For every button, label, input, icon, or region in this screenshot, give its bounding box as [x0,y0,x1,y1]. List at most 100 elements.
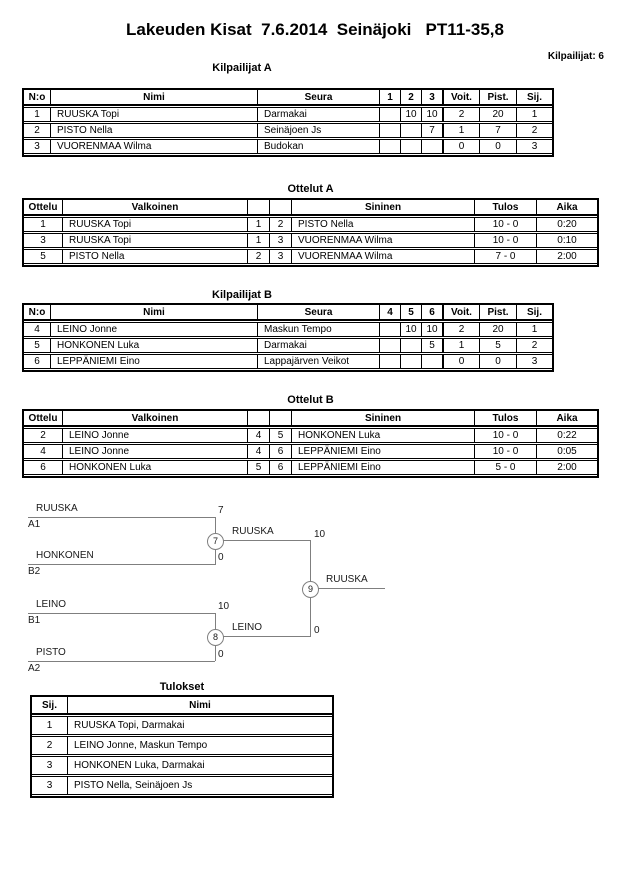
bracket-champion-name: RUUSKA [326,574,368,585]
table-ottelut-a: Ottelu Valkoinen Sininen Tulos Aika 1 RU… [22,198,599,267]
table-ottelut-b: Ottelu Valkoinen Sininen Tulos Aika 2 LE… [22,409,599,478]
cell-white-name: RUUSKA Topi [62,218,247,231]
bracket-slot-seed: B2 [28,566,41,577]
cell-blue-no: 2 [269,218,291,231]
cell-white-name: RUUSKA Topi [62,234,247,247]
cell-no: 5 [34,340,40,351]
table-row: 2 LEINO Jonne 4 5 HONKONEN Luka 10 - 0 0… [24,428,597,443]
cell-voit: 1 [442,124,479,137]
cell-match4 [379,339,400,352]
bracket-line [223,540,310,541]
table-kilpailijat-a: N:o Nimi Seura 1 2 3 Voit. Pist. Sij. 1 … [22,88,554,157]
table-kilpailijat-b: N:o Nimi Seura 4 5 6 Voit. Pist. Sij. 4 … [22,303,554,372]
page-title: Lakeuden Kisat 7.6.2014 Seinäjoki PT11-3… [126,20,504,39]
bracket-slot-score: 7 [218,505,224,516]
cell-voit: 0 [442,140,479,153]
cell-white-name: PISTO Nella [62,250,247,263]
cell-no: 6 [34,356,40,367]
table-row: 3 PISTO Nella, Seinäjoen Js [32,776,332,795]
cell-match-no: 6 [40,462,46,473]
col-header-sininen: Sininen [291,411,474,425]
cell-white-no: 1 [247,234,269,247]
bracket-match-circle: 7 [207,533,224,550]
cell-match3: 7 [421,124,442,137]
table-tulokset: Sij. Nimi 1 RUUSKA Topi, Darmakai 2 LEIN… [30,695,334,798]
table-header-row: Ottelu Valkoinen Sininen Tulos Aika [24,411,597,427]
bracket-slot-seed: B1 [28,615,41,626]
bracket-match-circle: 9 [302,581,319,598]
cell-time: 0:22 [536,429,597,442]
cell-match5 [400,339,421,352]
bracket-slot-name: LEINO [36,599,67,610]
cell-pist: 5 [479,339,516,352]
cell-blue-no: 3 [269,250,291,263]
cell-white-no: 2 [247,250,269,263]
bracket-slot-name: HONKONEN [36,550,94,561]
cell-match5 [400,355,421,368]
cell-name: LEINO Jonne, Maskun Tempo [67,737,332,754]
col-header-blue-no [269,411,291,425]
cell-match4 [379,323,400,336]
bracket-line [318,588,385,589]
cell-white-no: 4 [247,429,269,442]
cell-blue-no: 3 [269,234,291,247]
col-header-seura: Seura [257,305,379,319]
cell-sij: 1 [516,108,552,121]
col-header-sininen: Sininen [291,200,474,214]
col-header-match2: 2 [400,90,421,104]
cell-name: RUUSKA Topi, Darmakai [67,717,332,734]
section-heading-ottelut-a: Ottelut A [287,183,334,195]
cell-no: 4 [34,324,40,335]
cell-voit: 1 [442,339,479,352]
cell-match2: 10 [400,108,421,121]
cell-match-no: 3 [40,235,46,246]
cell-no: 2 [34,125,40,136]
bracket-winner-name: RUUSKA [232,526,274,537]
cell-match6: 10 [421,323,442,336]
cell-name: PISTO Nella [50,124,257,137]
cell-score: 10 - 0 [474,445,536,458]
cell-blue-name: VUORENMAA Wilma [291,250,474,263]
cell-sij: 3 [46,780,53,791]
table-header-row: Ottelu Valkoinen Sininen Tulos Aika [24,200,597,216]
table-row: 2 PISTO Nella Seinäjoen Js 7 1 7 2 [24,123,552,138]
cell-sij: 3 [46,760,53,771]
cell-white-name: LEINO Jonne [62,445,247,458]
cell-sij: 3 [516,140,552,153]
cell-match4 [379,355,400,368]
cell-white-name: LEINO Jonne [62,429,247,442]
bracket-slot-score: 10 [218,601,230,612]
table-row: 2 LEINO Jonne, Maskun Tempo [32,736,332,755]
competitors-count: Kilpailijat: 6 [547,51,604,62]
table-row: 4 LEINO Jonne 4 6 LEPPÄNIEMI Eino 10 - 0… [24,444,597,459]
bracket-slot-score: 0 [218,552,224,563]
cell-time: 0:10 [536,234,597,247]
bracket-line [223,636,310,637]
table-row: 4 LEINO Jonne Maskun Tempo 10 10 2 20 1 [24,322,552,337]
cell-blue-no: 5 [269,429,291,442]
cell-white-no: 1 [247,218,269,231]
section-heading-ottelut-b: Ottelut B [287,394,334,406]
cell-match1 [379,124,400,137]
cell-time: 2:00 [536,461,597,474]
cell-score: 7 - 0 [474,250,536,263]
col-header-nimi: Nimi [67,697,332,713]
col-header-sij: Sij. [516,305,552,319]
cell-name: LEPPÄNIEMI Eino [50,355,257,368]
cell-club: Seinäjoen Js [257,124,379,137]
cell-blue-name: PISTO Nella [291,218,474,231]
cell-white-name: HONKONEN Luka [62,461,247,474]
cell-match6 [421,355,442,368]
cell-white-no: 4 [247,445,269,458]
cell-no: 1 [34,109,40,120]
cell-sij: 1 [516,323,552,336]
cell-voit: 0 [442,355,479,368]
bracket-line [28,613,215,614]
bracket-slot-seed: A2 [28,663,41,674]
col-header-seura: Seura [257,90,379,104]
cell-blue-no: 6 [269,461,291,474]
bracket-winner-score: 0 [314,625,320,636]
cell-time: 0:05 [536,445,597,458]
table-row: 3 RUUSKA Topi 1 3 VUORENMAA Wilma 10 - 0… [24,233,597,248]
